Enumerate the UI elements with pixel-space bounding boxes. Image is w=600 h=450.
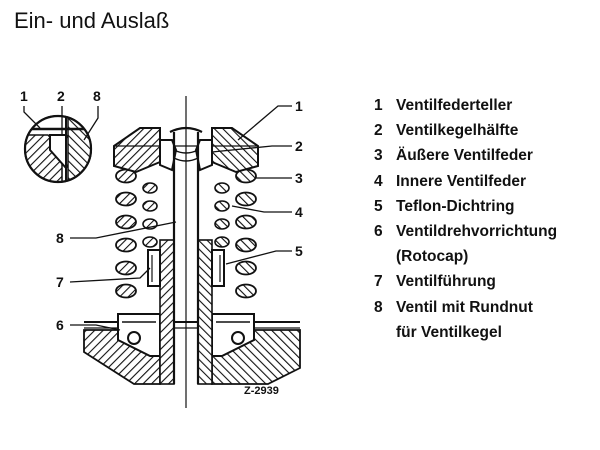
legend-text: Ventilführung xyxy=(396,273,496,291)
valve-stem xyxy=(169,96,203,408)
legend-text: für Ventilkegel xyxy=(396,323,502,341)
callout-4: 4 xyxy=(295,204,303,220)
legend-text: (Rotocap) xyxy=(396,248,469,266)
legend-text: Ventilfederteller xyxy=(396,97,513,114)
callout-6: 6 xyxy=(56,317,64,333)
page-title: Ein- und Auslaß xyxy=(14,8,170,33)
callout-labels: 1 2 8 1 2 3 4 5 6 7 8 Z-2939 xyxy=(20,88,303,397)
callout-7: 7 xyxy=(56,274,64,290)
callout-2: 2 xyxy=(295,138,303,154)
detail-view xyxy=(23,106,99,184)
callout-detail-2: 2 xyxy=(57,88,65,104)
valve-keepers xyxy=(159,139,213,172)
legend-text: Innere Ventilfeder xyxy=(396,172,527,190)
outer-valve-spring xyxy=(115,168,257,299)
legend-text: Ventilkegelhälfte xyxy=(396,122,519,140)
figure-reference: Z-2939 xyxy=(244,385,279,397)
callout-3: 3 xyxy=(295,170,303,186)
leader-lines xyxy=(69,105,292,331)
callout-5: 5 xyxy=(295,243,303,259)
legend-text: Ventil mit Rundnut xyxy=(396,298,533,316)
legend-item-continued: für Ventilkegel xyxy=(374,320,557,345)
valve-guide xyxy=(159,239,213,385)
cylinder-head-section xyxy=(83,321,301,385)
legend-text: Äußere Ventilfeder xyxy=(396,147,533,165)
callout-1: 1 xyxy=(295,98,303,114)
callout-detail-1: 1 xyxy=(20,88,28,104)
legend-text: Teflon-Dichtring xyxy=(396,197,515,215)
inner-valve-spring xyxy=(142,182,230,248)
teflon-seal xyxy=(147,249,225,287)
callout-8: 8 xyxy=(56,230,64,246)
callout-detail-8: 8 xyxy=(93,88,101,104)
legend-item-continued: (Rotocap) xyxy=(374,244,557,269)
legend-text: Ventildrehvorrichtung xyxy=(396,223,558,241)
